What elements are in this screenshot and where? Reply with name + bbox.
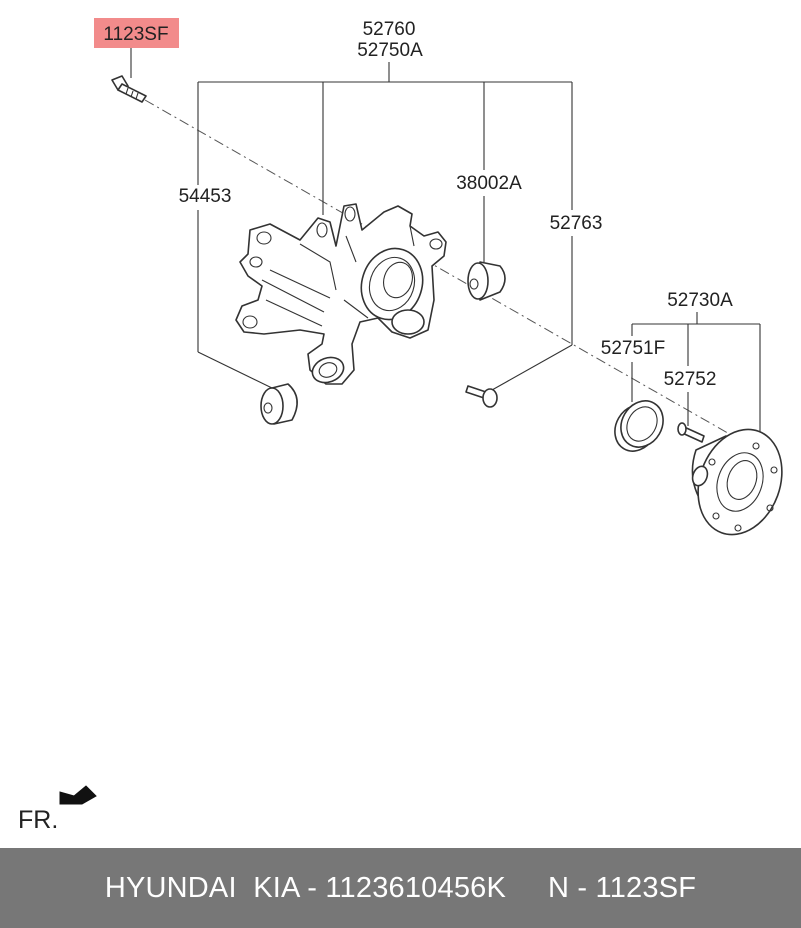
- label-52760[interactable]: 52760: [363, 19, 416, 40]
- assembly-axis: [144, 99, 741, 441]
- front-arrow-icon: [59, 785, 97, 805]
- front-direction-label: FR.: [18, 806, 58, 834]
- hub-52730a[interactable]: [684, 418, 796, 547]
- label-52763[interactable]: 52763: [550, 213, 603, 234]
- highlight-box: [94, 18, 179, 48]
- leader-bracket-hub: [631, 312, 761, 448]
- label-38002a[interactable]: 38002A: [456, 173, 522, 194]
- label-52751f[interactable]: 52751F: [601, 338, 665, 359]
- label-1123sf[interactable]: 1123SF: [103, 24, 168, 45]
- hub-bolt-52752[interactable]: [677, 422, 705, 443]
- parts-diagram: 1123SF 52760 52750A 54453 38002A 52763: [18, 18, 796, 834]
- footer-bar: HYUNDAI KIA - 1123610456K N - 1123SF: [0, 848, 801, 928]
- leader-bracket-knuckle: [197, 62, 573, 391]
- label-52750a[interactable]: 52750A: [357, 40, 423, 61]
- knuckle[interactable]: [235, 203, 447, 387]
- footer-brand-part-number: HYUNDAI KIA - 1123610456K: [104, 871, 507, 904]
- bushing-38002a[interactable]: [467, 261, 506, 301]
- bolt-52763[interactable]: [465, 385, 498, 408]
- label-54453[interactable]: 54453: [179, 186, 232, 207]
- bolt-1123sf[interactable]: [111, 75, 147, 103]
- cap-52751f[interactable]: [607, 393, 672, 459]
- bushing-54453[interactable]: [260, 383, 298, 425]
- label-52730a[interactable]: 52730A: [667, 290, 733, 311]
- label-52752[interactable]: 52752: [664, 369, 717, 390]
- footer-n-part-number: N - 1123SF: [548, 871, 697, 904]
